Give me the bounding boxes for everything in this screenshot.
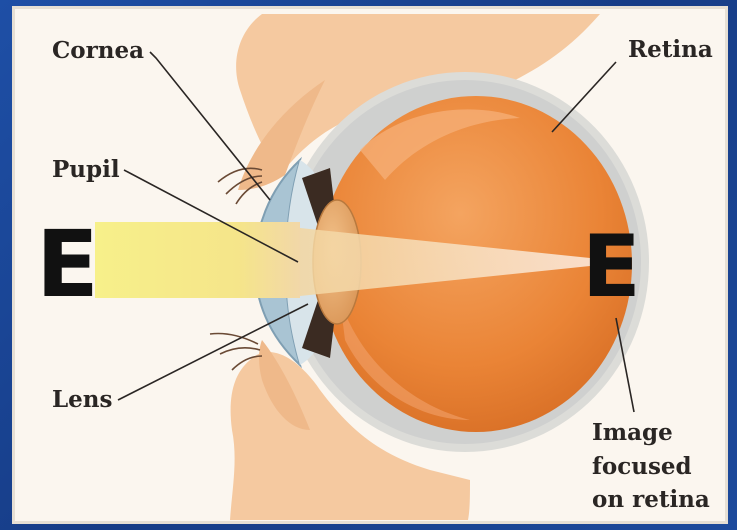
object-letter-e: E bbox=[36, 211, 99, 318]
label-image-line-2: focused bbox=[592, 453, 692, 480]
label-image-line-3: on retina bbox=[592, 486, 710, 513]
label-cornea: Cornea bbox=[52, 37, 144, 64]
light-beam bbox=[95, 222, 300, 298]
label-retina: Retina bbox=[628, 36, 713, 63]
retina-image-letter-e: E bbox=[582, 217, 641, 317]
label-lens: Lens bbox=[52, 386, 112, 413]
label-image-line-1: Image bbox=[592, 419, 673, 446]
label-pupil: Pupil bbox=[52, 156, 120, 183]
